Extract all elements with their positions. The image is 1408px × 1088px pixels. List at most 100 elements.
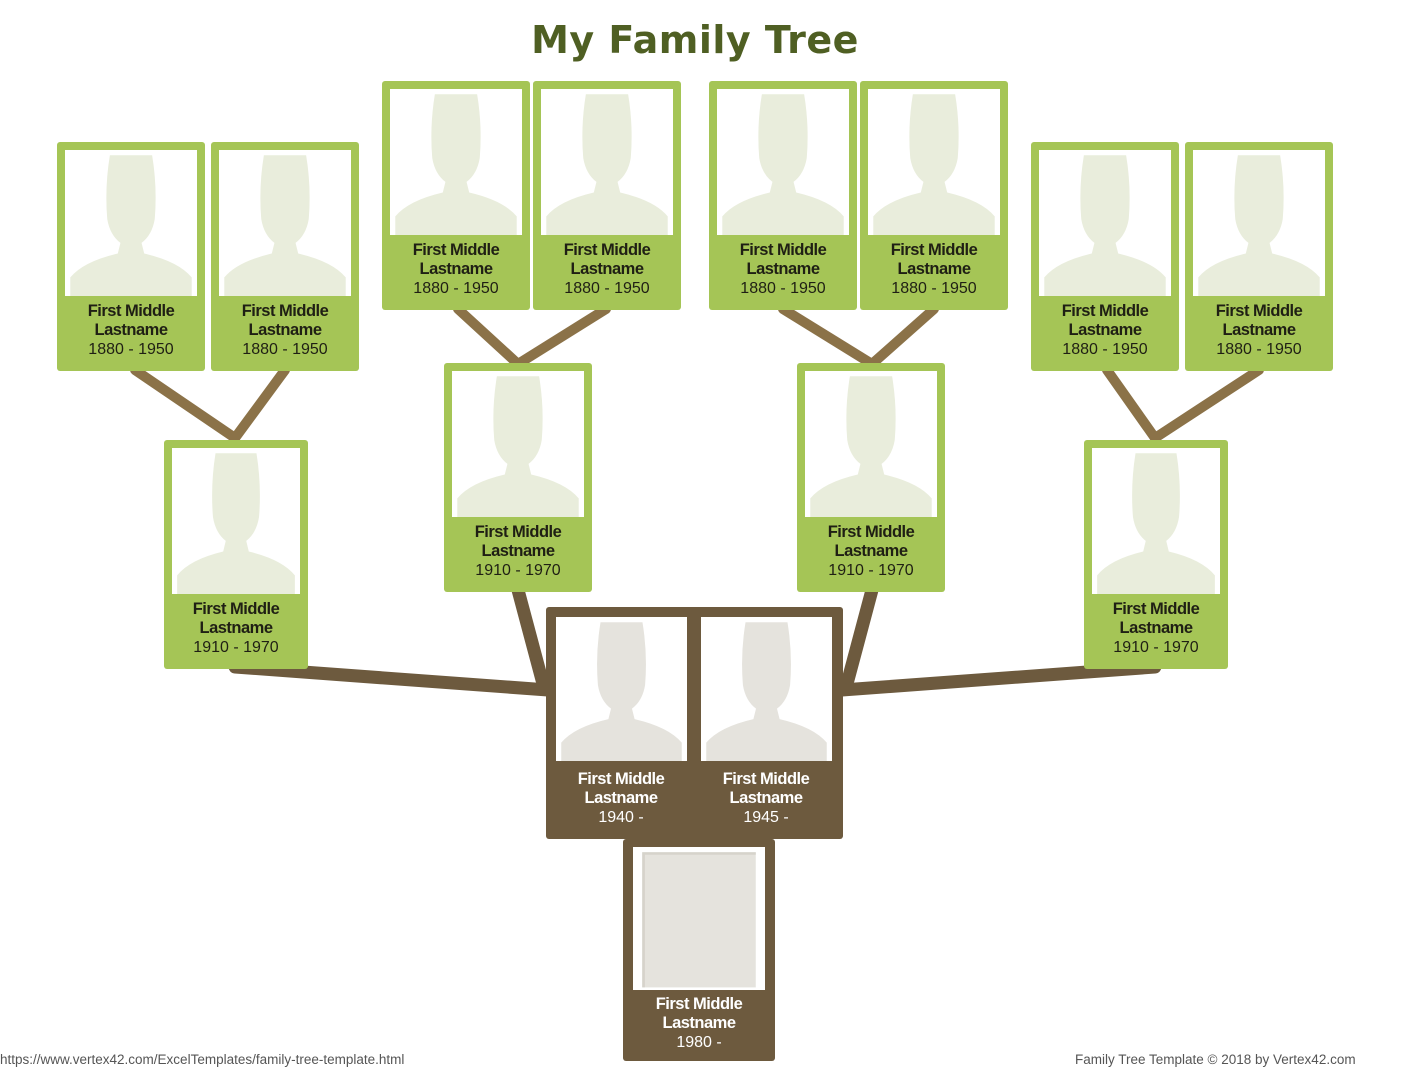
person-dates: 1880 - 1950 <box>88 341 174 358</box>
branch-connector <box>130 365 240 443</box>
person-dates: 1945 - <box>743 809 789 826</box>
portrait-photo <box>805 371 937 517</box>
person-first-middle: First Middle <box>1215 302 1303 320</box>
person-lastname: Lastname <box>1119 619 1193 637</box>
person-lastname: Lastname <box>94 321 168 339</box>
person-lastname: Lastname <box>481 542 555 560</box>
portrait-photo <box>701 617 832 761</box>
person-silhouette-icon <box>642 852 756 988</box>
portrait-photo <box>868 89 1000 235</box>
portrait-photo <box>1193 150 1325 296</box>
person-dates: 1880 - 1950 <box>413 280 499 297</box>
footer-url: https://www.vertex42.com/ExcelTemplates/… <box>0 1052 405 1067</box>
branch-connector <box>1150 365 1264 443</box>
page-title: My Family Tree <box>531 18 859 62</box>
branch-connector <box>835 660 1162 697</box>
branch-connector <box>453 304 523 369</box>
person-lastname: Lastname <box>834 542 908 560</box>
person-lastname: Lastname <box>1068 321 1142 339</box>
person-first-middle: First Middle <box>87 302 175 320</box>
person-dates: 1880 - 1950 <box>564 280 650 297</box>
person-first-middle: First Middle <box>739 241 827 259</box>
branch-connector <box>867 304 939 369</box>
person-first-middle: First Middle <box>577 770 665 788</box>
person-silhouette-icon <box>395 94 517 235</box>
person-lastname: Lastname <box>419 260 493 278</box>
branch-connector <box>1102 365 1160 443</box>
person-dates: 1910 - 1970 <box>193 639 279 656</box>
person-first-middle: First Middle <box>827 523 915 541</box>
portrait-photo <box>556 617 687 761</box>
person-lastname: Lastname <box>199 619 273 637</box>
branch-connector <box>513 304 611 369</box>
person-lastname: Lastname <box>729 789 803 807</box>
portrait-photo <box>1092 448 1220 594</box>
branch-connector <box>228 660 555 697</box>
portrait-photo <box>219 150 351 296</box>
person-first-middle: First Middle <box>192 600 280 618</box>
person-silhouette-icon <box>706 622 827 761</box>
person-lastname: Lastname <box>584 789 658 807</box>
portrait-photo <box>452 371 584 517</box>
person-first-middle: First Middle <box>655 995 743 1013</box>
person-dates: 1880 - 1950 <box>242 341 328 358</box>
person-lastname: Lastname <box>662 1014 736 1032</box>
person-first-middle: First Middle <box>241 302 329 320</box>
person-dates: 1880 - 1950 <box>1062 341 1148 358</box>
person-dates: 1880 - 1950 <box>1216 341 1302 358</box>
person-first-middle: First Middle <box>1061 302 1149 320</box>
person-silhouette-icon <box>722 94 844 235</box>
person-silhouette-icon <box>224 155 346 296</box>
person-lastname: Lastname <box>746 260 820 278</box>
branch-connector <box>511 583 549 687</box>
portrait-photo <box>541 89 673 235</box>
person-silhouette-icon <box>1097 453 1215 594</box>
person-dates: 1880 - 1950 <box>891 280 977 297</box>
person-first-middle: First Middle <box>1112 600 1200 618</box>
person-silhouette-icon <box>873 94 995 235</box>
branch-connector <box>841 583 879 687</box>
person-silhouette-icon <box>561 622 682 761</box>
person-silhouette-icon <box>546 94 668 235</box>
portrait-photo <box>717 89 849 235</box>
person-silhouette-icon <box>1044 155 1166 296</box>
person-silhouette-icon <box>70 155 192 296</box>
person-first-middle: First Middle <box>563 241 651 259</box>
person-first-middle: First Middle <box>890 241 978 259</box>
portrait-photo <box>172 448 300 594</box>
branch-connector <box>778 304 877 369</box>
person-lastname: Lastname <box>1222 321 1296 339</box>
footer-copyright: Family Tree Template © 2018 by Vertex42.… <box>1075 1052 1356 1067</box>
person-silhouette-icon <box>810 376 932 517</box>
person-lastname: Lastname <box>897 260 971 278</box>
portrait-photo <box>633 847 765 990</box>
branch-connector <box>230 365 290 443</box>
portrait-photo <box>1039 150 1171 296</box>
person-first-middle: First Middle <box>722 770 810 788</box>
person-silhouette-icon <box>177 453 295 594</box>
person-dates: 1940 - <box>598 809 644 826</box>
portrait-photo <box>390 89 522 235</box>
person-silhouette-icon <box>1198 155 1320 296</box>
person-dates: 1880 - 1950 <box>740 280 826 297</box>
person-lastname: Lastname <box>248 321 322 339</box>
person-dates: 1910 - 1970 <box>475 562 561 579</box>
person-dates: 1910 - 1970 <box>1113 639 1199 656</box>
portrait-photo <box>65 150 197 296</box>
person-dates: 1980 - <box>676 1034 722 1051</box>
